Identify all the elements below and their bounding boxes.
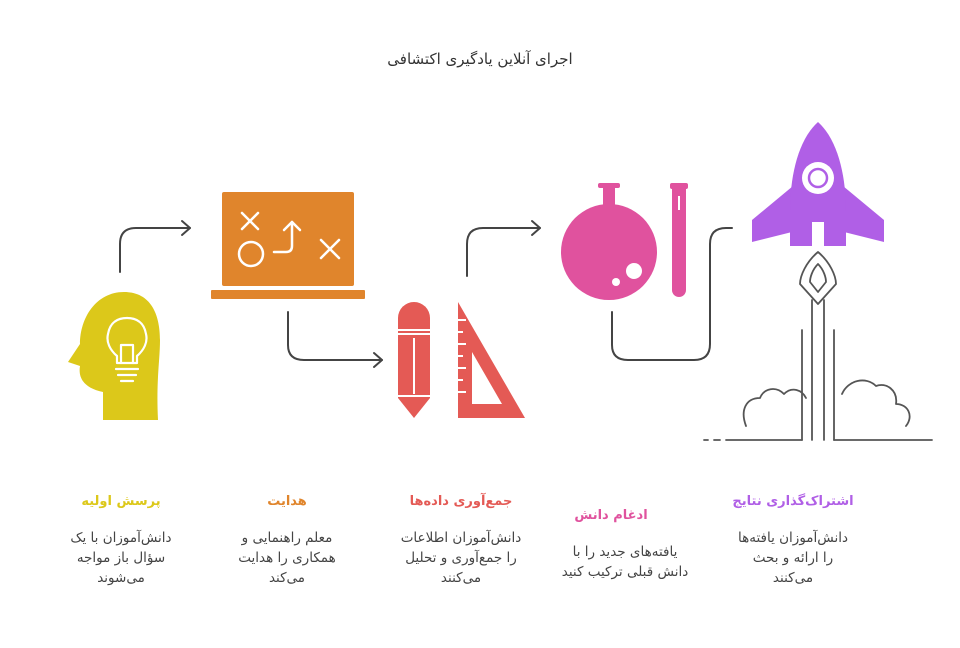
description-line: معلم راهنمایی و <box>241 530 333 546</box>
lab-flask-icon <box>561 183 688 300</box>
connector-3-4 <box>466 227 541 277</box>
description-line: دانش‌آموزان اطلاعات <box>400 530 522 546</box>
rocket-icon <box>703 122 933 441</box>
description-line: را جمع‌آوری و تحلیل <box>405 550 517 566</box>
pencil-ruler-icon <box>398 302 525 418</box>
page-title: اجرای آنلاین یادگیری اکتشافی <box>387 50 573 68</box>
description-line: همکاری را هدایت <box>238 550 336 566</box>
step-title-sharing-results: اشتراک‌گذاری نتایج <box>732 494 854 509</box>
step-description-initial-question: دانش‌آموزان با یک سؤال باز مواجه می‌شوند <box>36 528 206 588</box>
description-line: می‌کنند <box>772 570 814 586</box>
arrowhead-1-2 <box>181 220 191 236</box>
description-line: دانش‌آموزان با یک <box>70 530 172 546</box>
step-description-sharing-results: دانش‌آموزان یافته‌ها را ارائه و بحث می‌ک… <box>708 528 878 588</box>
description-line: می‌کند <box>268 570 306 586</box>
strategy-board-icon <box>211 192 365 299</box>
step-title-guidance: هدایت <box>267 494 307 509</box>
description-line: می‌شوند <box>97 570 145 586</box>
step-title-initial-question: پرسش اولیه <box>81 494 161 509</box>
connector-1-2 <box>119 227 191 273</box>
description-line: یافته‌های جدید را با <box>572 544 678 560</box>
connectors <box>119 220 733 368</box>
arrowhead-2-3 <box>373 352 383 368</box>
description-line: را ارائه و بحث <box>752 550 834 566</box>
description-line: دانش‌آموزان یافته‌ها <box>737 530 849 546</box>
connector-2-3 <box>287 311 383 361</box>
step-description-data-collection: دانش‌آموزان اطلاعات را جمع‌آوری و تحلیل … <box>376 528 546 588</box>
step-description-guidance: معلم راهنمایی و همکاری را هدایت می‌کند <box>202 528 372 588</box>
description-line: سؤال باز مواجه <box>76 550 166 566</box>
connector-4-5 <box>611 227 733 361</box>
description-line: دانش قبلی ترکیب کنید <box>561 564 689 580</box>
description-line: می‌کنند <box>440 570 482 586</box>
step-title-data-collection: جمع‌آوری داده‌ها <box>409 494 513 509</box>
step-title-knowledge-integration: ادغام دانش <box>574 508 648 523</box>
head-lightbulb-icon <box>68 292 160 420</box>
step-description-knowledge-integration: یافته‌های جدید را با دانش قبلی ترکیب کنی… <box>540 542 710 582</box>
arrowhead-3-4 <box>531 220 541 236</box>
